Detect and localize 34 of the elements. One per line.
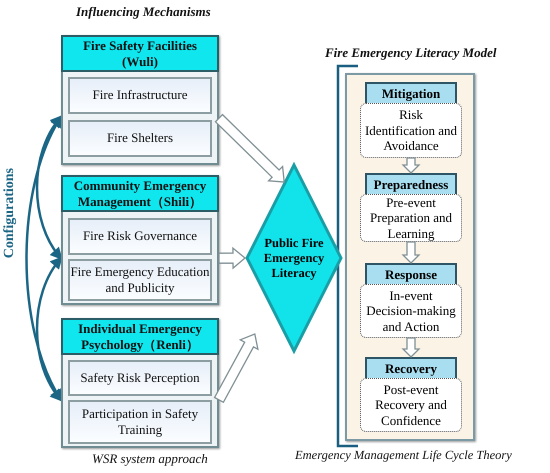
block-arrow xyxy=(401,241,421,264)
phase-description: In-event Decision-making and Action xyxy=(360,284,462,338)
factor-box: Participation in Safety Training xyxy=(68,400,212,444)
section-label: WSR system approach xyxy=(92,451,208,467)
panel-title: Fire Emergency Literacy Model xyxy=(325,45,496,61)
block-arrow xyxy=(218,246,246,270)
phase-header: Response xyxy=(365,263,457,284)
phase-header: Recovery xyxy=(365,357,457,378)
phase-header: Preparedness xyxy=(365,173,457,194)
group-header: Individual Emergency Psychology（Renli） xyxy=(61,318,219,355)
group-box xyxy=(61,175,219,305)
phase-description: Pre-event Preparation and Learning xyxy=(360,194,462,242)
factor-box: Fire Emergency Education and Publicity xyxy=(68,259,212,301)
group-box xyxy=(61,318,219,448)
block-arrow xyxy=(401,337,421,358)
diamond-label: Public Fire Emergency Literacy xyxy=(262,234,326,282)
group-header: Community Emergency Management（Shili） xyxy=(61,175,219,212)
curved-arrow xyxy=(36,114,63,260)
group-box xyxy=(61,35,219,165)
panel-caption: Emergency Management Life Cycle Theory xyxy=(295,448,512,463)
factor-box: Fire Infrastructure xyxy=(68,77,212,114)
factor-box: Fire Risk Governance xyxy=(68,218,212,255)
block-arrow xyxy=(401,157,421,174)
block-arrow xyxy=(214,333,259,404)
curved-arrow xyxy=(36,256,63,402)
phase-header: Mitigation xyxy=(365,82,457,103)
vertical-label: Configurations xyxy=(2,168,18,258)
group-header: Fire Safety Facilities (Wuli) xyxy=(61,35,219,72)
section-label: Influencing Mechanisms xyxy=(76,4,211,20)
phase-description: Risk Identification and Avoidance xyxy=(360,103,462,158)
factor-box: Safety Risk Perception xyxy=(68,360,212,396)
block-arrow xyxy=(214,114,285,183)
factor-box: Fire Shelters xyxy=(68,120,212,157)
phase-description: Post-event Recovery and Confidence xyxy=(360,378,462,432)
